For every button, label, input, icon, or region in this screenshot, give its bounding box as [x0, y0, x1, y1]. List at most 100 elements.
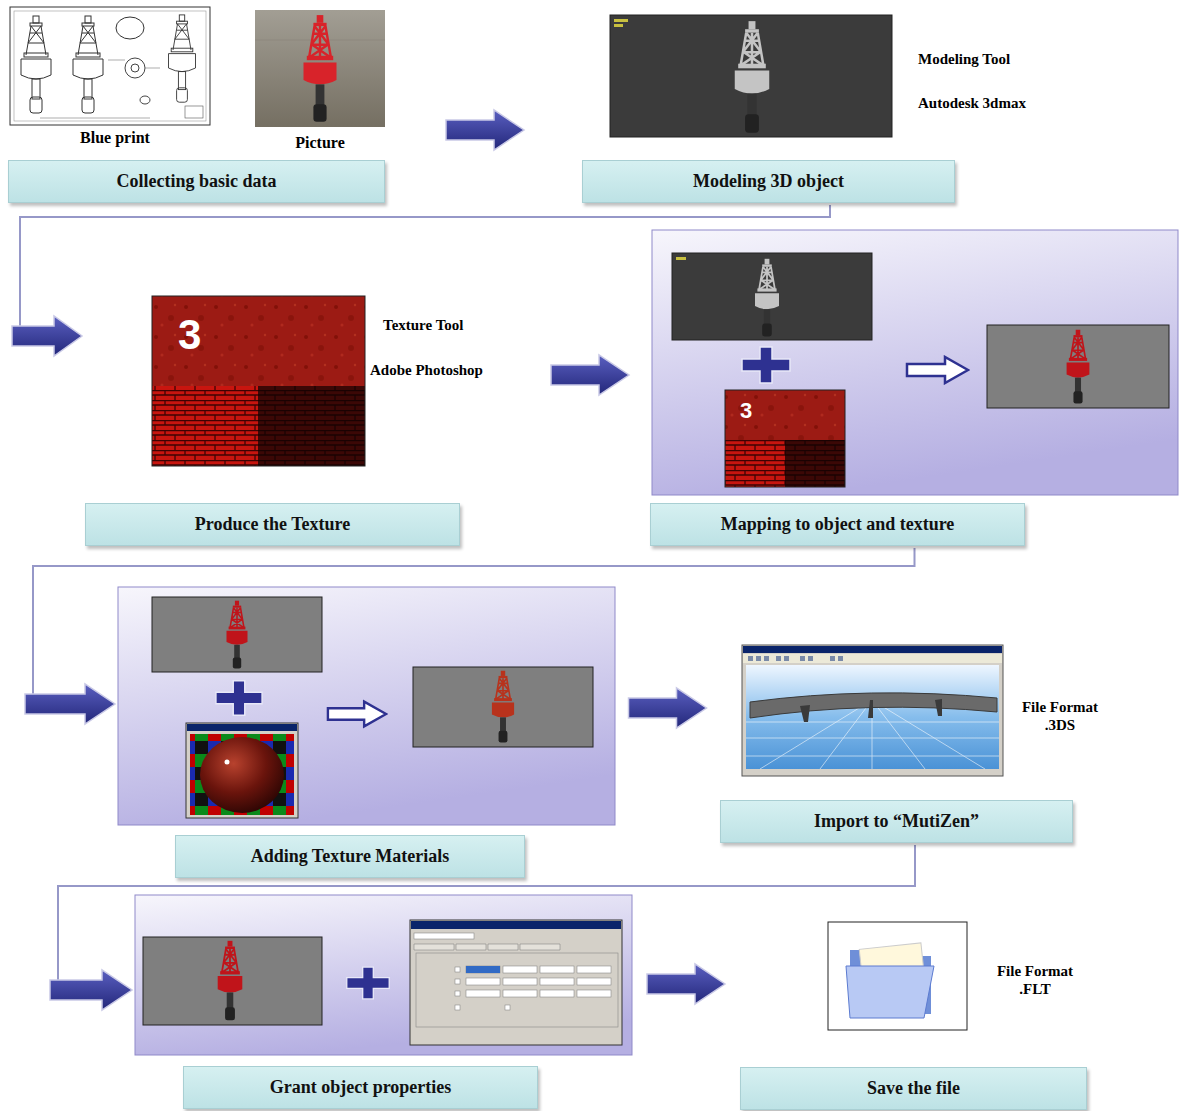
block-arrow: [647, 964, 725, 1004]
multigen-screenshot-part: [742, 645, 1003, 776]
modeling-viewport-part: [735, 21, 770, 133]
mapping-panel-part: [785, 440, 845, 487]
mapping-panel-part: [725, 440, 785, 487]
tool-label: Texture Tool: [383, 316, 523, 334]
mapping-panel: [652, 230, 1178, 495]
properties-panel-part-part: [540, 966, 574, 973]
properties-panel-part-part: [503, 966, 537, 973]
properties-panel-part-part: [455, 967, 460, 972]
material-panel-part: [328, 702, 386, 727]
texture-sheet-part: [258, 386, 365, 466]
blueprint-image-part: [116, 17, 144, 39]
multigen-screenshot-part-part: [746, 722, 999, 756]
blueprint-image-part: [21, 16, 51, 113]
material-panel-part: [187, 724, 297, 731]
step-caption: Produce the Texture: [85, 503, 460, 546]
callout-number: 3: [178, 310, 228, 360]
properties-panel-part-part: [577, 990, 611, 997]
blueprint-image-part: [73, 16, 103, 113]
block-arrow: [446, 110, 524, 150]
properties-panel-part-part: [540, 990, 574, 997]
multigen-screenshot-part: [748, 656, 843, 661]
modeling-viewport-part: [614, 24, 623, 27]
texture-sheet-part: [152, 386, 258, 466]
block-arrow: [50, 970, 132, 1010]
mapping-panel-part: [907, 357, 968, 383]
mapping-panel-part: [742, 347, 790, 383]
material-panel-part: [216, 681, 262, 716]
properties-panel-part: [414, 944, 560, 950]
properties-panel-part: [143, 937, 322, 1025]
mapping-panel-part: [725, 390, 845, 487]
blueprint-image-part: [169, 15, 196, 102]
modeling-viewport: [610, 15, 892, 137]
multigen-screenshot-part: [743, 654, 1002, 663]
tool-label: Picture: [275, 133, 365, 152]
folder-icon-part: [828, 922, 967, 1030]
block-arrow: [25, 684, 115, 724]
folder-icon-part: [846, 966, 934, 1018]
properties-panel-part-part: [466, 978, 500, 985]
blueprint-image-part: [131, 64, 139, 72]
folder-icon: [828, 922, 967, 1030]
material-panel-part: [190, 734, 294, 815]
step-caption: Grant object properties: [183, 1066, 538, 1109]
blueprint-image-part: [10, 7, 210, 125]
properties-panel-part: [411, 921, 621, 929]
mapping-panel-part: [1067, 330, 1090, 404]
buoy-photo-part: [255, 10, 385, 127]
material-panel-part: [225, 760, 230, 765]
mapping-panel-part: [725, 390, 845, 440]
step-caption: Save the file: [740, 1067, 1087, 1110]
tool-label: Autodesk 3dmax: [918, 94, 1078, 112]
blueprint-image-part: [14, 11, 206, 121]
material-panel-part: [152, 597, 322, 672]
process-step: Adding Texture Materials: [118, 587, 615, 878]
multigen-screenshot-part: [743, 646, 1002, 653]
properties-panel-part-part: [577, 966, 611, 973]
properties-panel-part-part: [505, 1005, 510, 1010]
modeling-viewport-part: [614, 19, 628, 22]
properties-panel-part: [410, 920, 622, 1045]
tool-label: File Format .3DS: [1008, 698, 1112, 734]
tool-label: Blue print: [60, 128, 170, 147]
multigen-screenshot: [742, 645, 1003, 776]
properties-panel-part-part: [466, 990, 500, 997]
multigen-screenshot-part: [750, 693, 997, 718]
material-panel-part: [186, 723, 298, 818]
properties-panel-part: [135, 895, 632, 1055]
flow-arrow: [551, 355, 629, 395]
tool-label: Adobe Photoshop: [370, 361, 530, 379]
material-panel-part: [227, 601, 248, 669]
block-arrow: [551, 355, 629, 395]
material-panel-part: [413, 667, 593, 747]
flow-arrow: [25, 548, 915, 724]
mapping-panel-part: [672, 253, 872, 340]
properties-panel-part-part: [503, 990, 537, 997]
step-caption: Collecting basic data: [8, 160, 385, 203]
material-panel: [118, 587, 615, 825]
properties-panel-part: [466, 966, 500, 973]
callout-number: 3: [740, 398, 770, 424]
step-caption: Mapping to object and texture: [650, 503, 1025, 546]
process-step: Import to “MutiZen”: [720, 640, 1110, 845]
step-caption: Import to “MutiZen”: [720, 800, 1073, 843]
blueprint-image-part: [185, 106, 203, 118]
buoy-photo: [255, 10, 385, 127]
multigen-screenshot-part: [800, 699, 942, 722]
process-step: Collecting basic data: [8, 5, 390, 205]
process-step: Grant object properties: [135, 895, 632, 1108]
material-panel-part: [118, 587, 615, 825]
tool-label: Modeling Tool: [918, 50, 1078, 68]
properties-panel-part: [455, 966, 611, 1010]
flow-arrow: [647, 964, 725, 1004]
blueprint-image-part: [140, 96, 150, 104]
modeling-viewport-part: [610, 15, 892, 137]
multigen-screenshot-part: [746, 665, 999, 769]
mapping-panel-part: [676, 257, 686, 260]
step-caption: Adding Texture Materials: [175, 835, 525, 878]
blueprint-image: [10, 7, 210, 125]
properties-panel-part: [218, 941, 243, 1021]
mapping-panel-part: [652, 230, 1178, 495]
properties-panel-part-part: [503, 978, 537, 985]
